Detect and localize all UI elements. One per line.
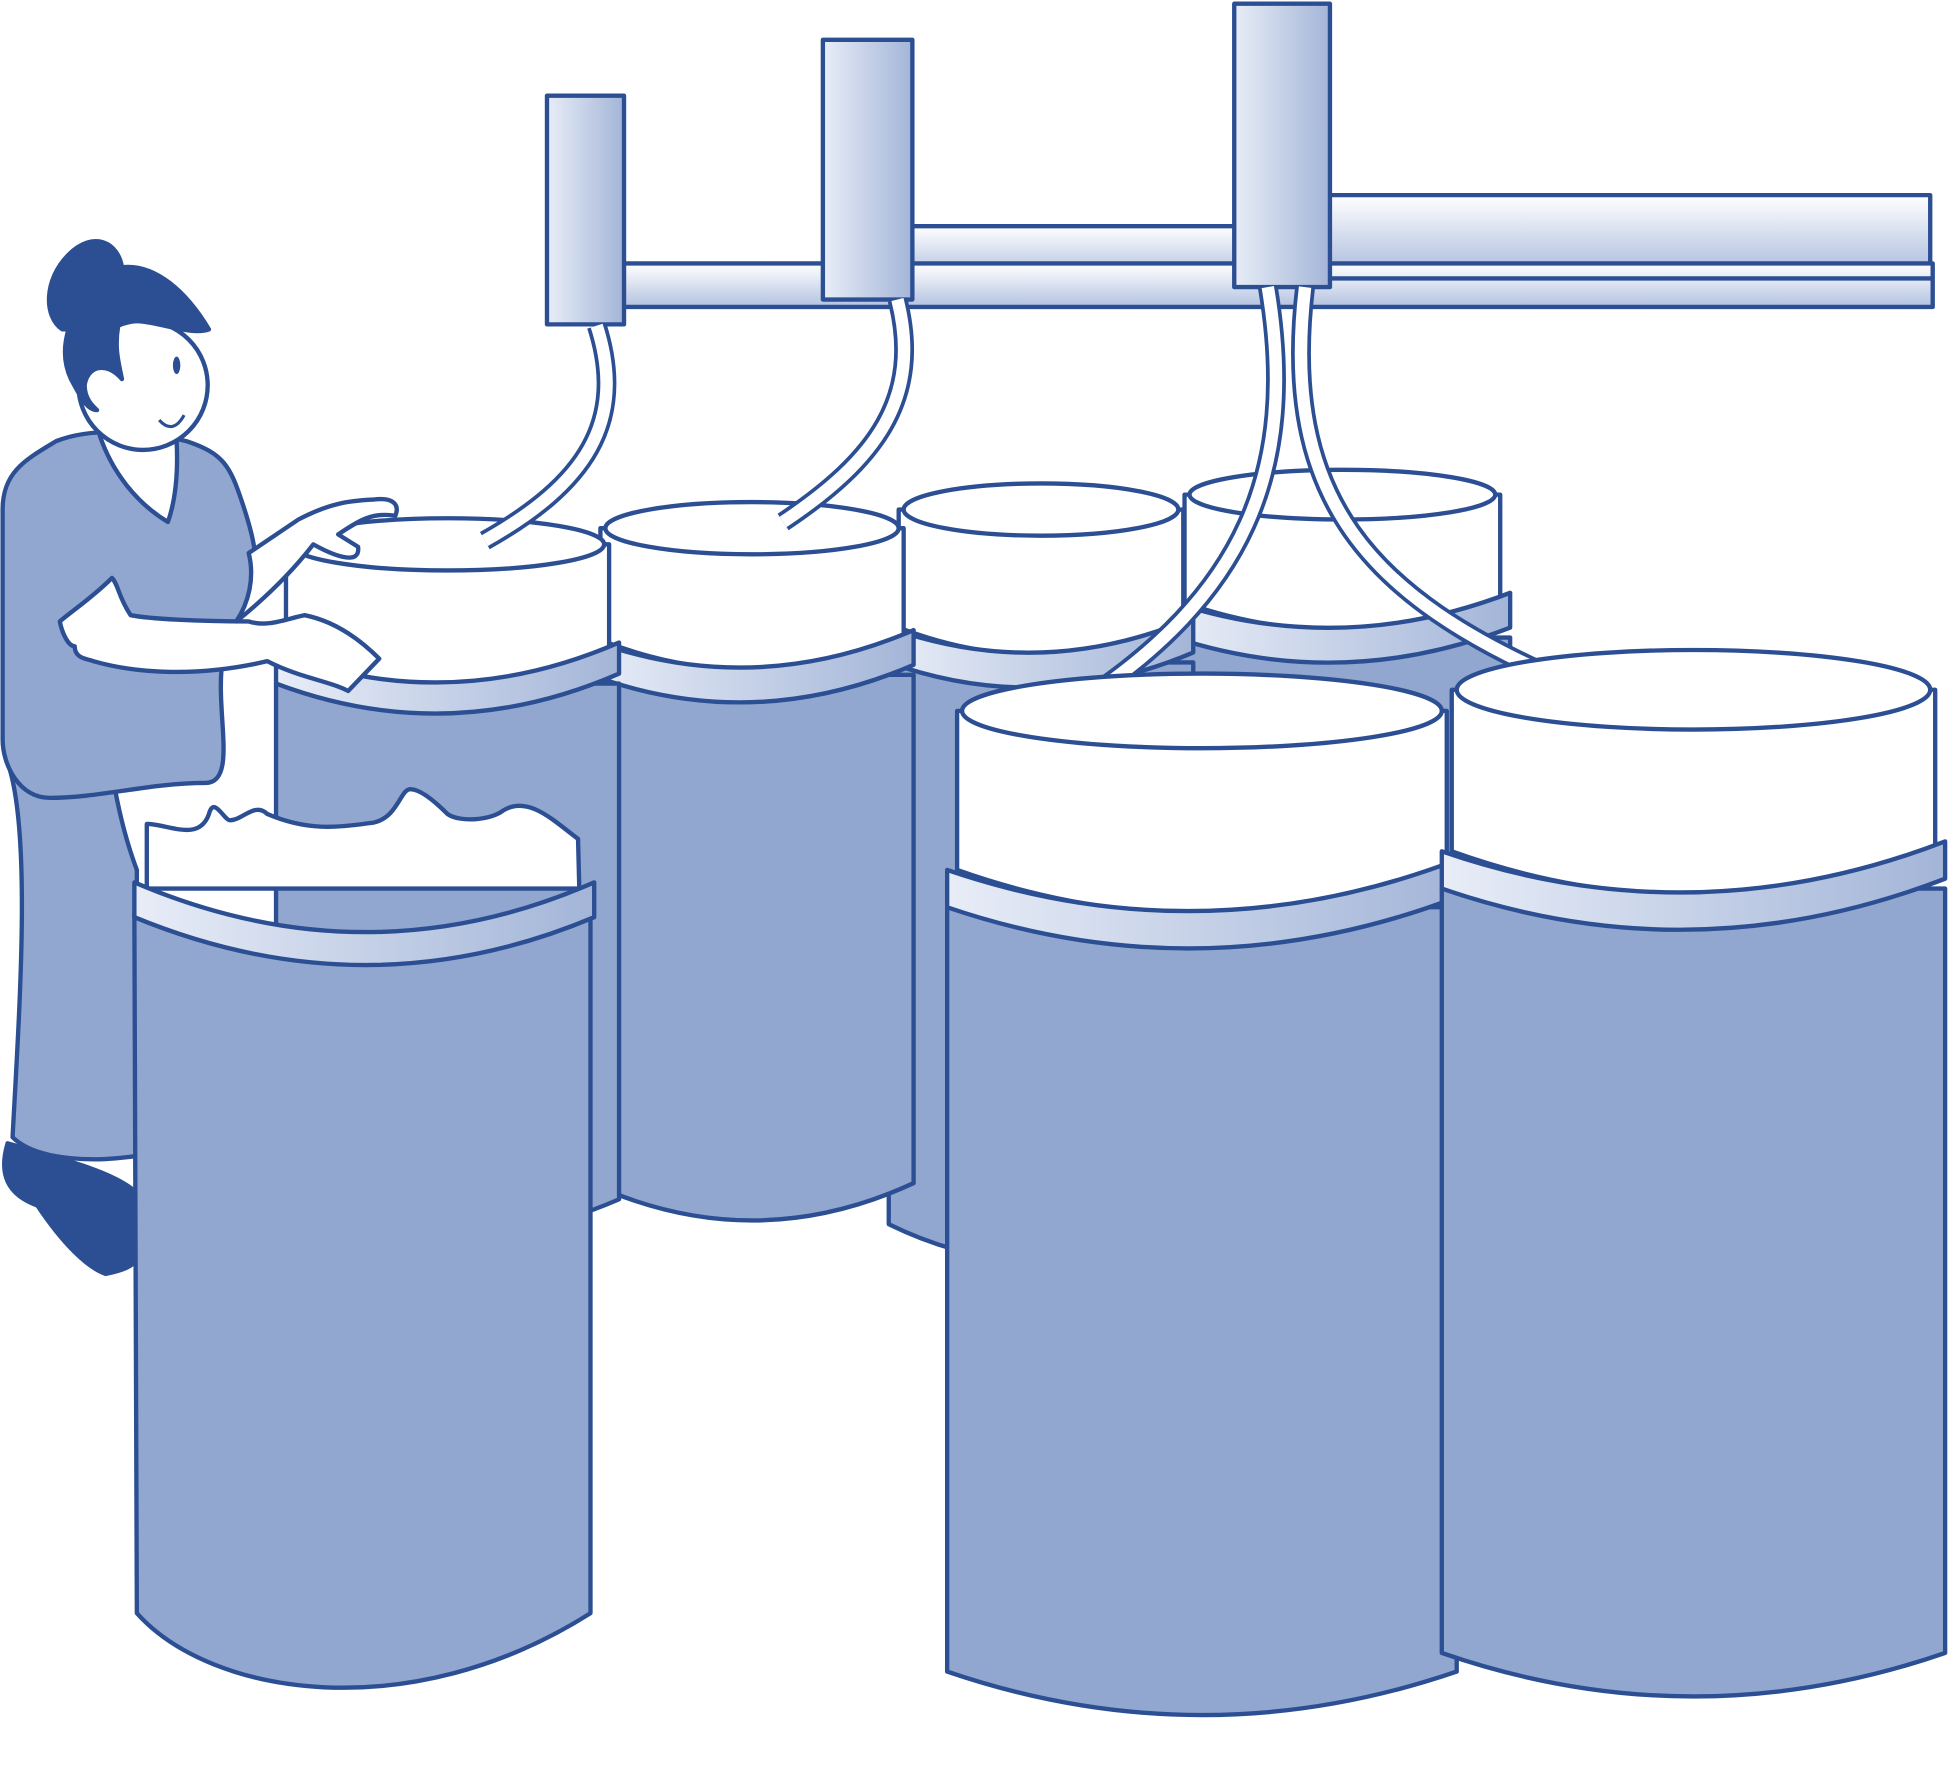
person-hair [46,239,212,413]
tank-lid [901,481,1181,538]
person-mouth [158,414,186,429]
overhead-pipes [544,1,1935,327]
tank-band [588,627,916,705]
person-eye [172,356,181,375]
tank-body [944,905,1459,1718]
tank-front-2 [1439,647,1948,1699]
tank-band [273,640,622,716]
tank-front-bag [132,787,597,1690]
tank-lid [1454,647,1933,732]
tank-band [1172,590,1513,665]
valve-box-1 [544,93,627,327]
tank-back-2 [588,499,916,1223]
worker-person [0,239,399,1277]
tank-band [132,880,597,968]
person-shoes [2,1141,140,1277]
tank-body [1439,886,1948,1699]
tank-band [1439,839,1948,932]
tank-body [132,911,593,1690]
tank-lid [603,499,901,557]
tank-body [588,672,916,1223]
tank-front-1 [944,671,1459,1718]
hose-1 [481,323,613,547]
hose-1-outline [479,322,617,550]
valve-box-2 [820,37,915,302]
bag-contents [144,787,582,891]
person-arm-lower [57,575,382,694]
hoses [479,285,1568,712]
person-arm-upper [234,496,399,624]
front-row-tanks [132,647,1948,1718]
hose-3 [1075,286,1283,709]
person-collar [97,432,180,525]
valve-box-3 [1232,1,1333,290]
hose-2 [779,297,911,528]
hose-4 [1294,286,1567,687]
pipe-top [1321,192,1933,270]
tank-lid [959,671,1444,751]
person-legs [7,768,140,1162]
